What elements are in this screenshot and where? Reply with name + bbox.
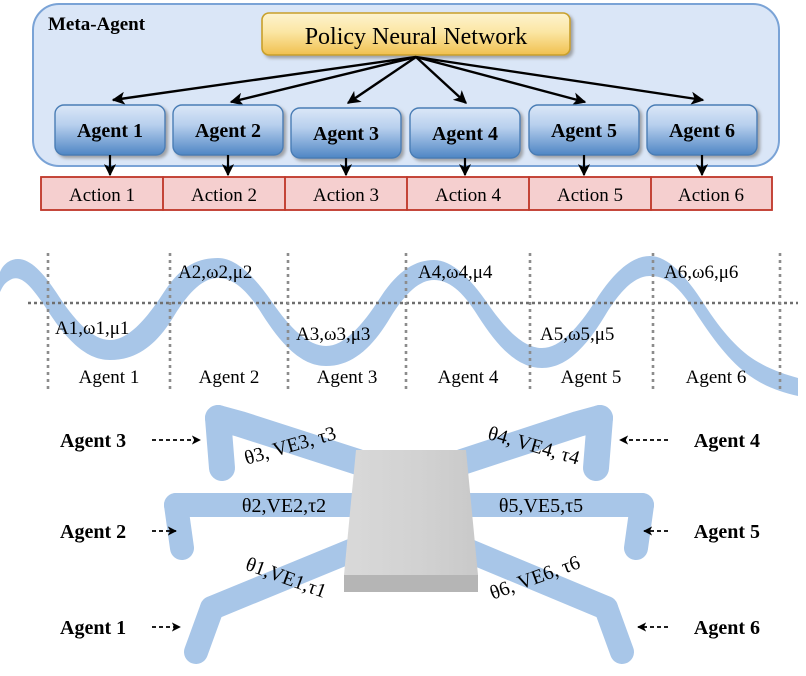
action-cell-5-label: Action 5 [557, 185, 623, 206]
wave-agent-label-3: Agent 3 [317, 367, 378, 388]
robot-leg-1-lower [184, 596, 224, 664]
robot-callout-label-agent-1: Agent 1 [60, 617, 126, 639]
robot-agent-callouts: Agent 3 Agent 2 Agent 1 Agent 4 Agent 5 … [60, 430, 760, 639]
agent-box-5[interactable]: Agent 5 [528, 104, 640, 156]
policy-box-rect [261, 12, 571, 56]
robot-leg-1-upper [200, 536, 370, 620]
robot-section: θ3, VE3, τ3 θ2,VE2,τ2 θ1,VE1,τ1 θ4, VE4,… [60, 405, 760, 664]
robot-callout-label-agent-2: Agent 2 [60, 521, 126, 543]
policy-to-agent-arrows [111, 55, 705, 106]
robot-leg-5-label: θ5,VE5,τ5 [499, 495, 583, 517]
robot-leg-2-lower [164, 493, 194, 560]
action-cell-6[interactable]: Action 6 [650, 176, 773, 211]
wave-section: A1,ω1,μ1 A2,ω2,μ2 A3,ω3,μ3 A4,ω4,μ4 A5,ω… [0, 253, 798, 396]
agent-box-4-label: Agent 4 [432, 123, 498, 145]
robot-callout-label-agent-5: Agent 5 [694, 521, 760, 543]
wave-param-label-5: A5,ω5,μ5 [540, 324, 614, 345]
arrow-policy-to-agent-3 [346, 56, 417, 104]
agent-box-1[interactable]: Agent 1 [54, 104, 166, 156]
arrow-policy-to-agent-6 [415, 55, 705, 105]
robot-legs [164, 405, 654, 664]
agent-box-3[interactable]: Agent 3 [290, 107, 402, 159]
agent-box-3-label: Agent 3 [313, 123, 379, 145]
wave-param-label-4: A4,ω4,μ4 [418, 262, 493, 283]
wave-param-label-1: A1,ω1,μ1 [55, 318, 129, 339]
robot-body-base [344, 575, 478, 592]
robot-leg-5-lower [624, 493, 654, 560]
action-cell-4-label: Action 4 [435, 185, 501, 206]
wave-agent-label-4: Agent 4 [438, 367, 499, 388]
policy-box-label: Policy Neural Network [305, 24, 528, 50]
robot-body-top [344, 450, 478, 575]
action-cell-3-label: Action 3 [313, 185, 379, 206]
wave-param-label-2: A2,ω2,μ2 [178, 262, 252, 283]
agent-box-2[interactable]: Agent 2 [172, 104, 284, 156]
agent-box-6[interactable]: Agent 6 [646, 104, 758, 156]
robot-callout-label-agent-6: Agent 6 [694, 617, 760, 639]
arrow-policy-to-agent-5 [415, 55, 587, 106]
policy-neural-network-box[interactable]: Policy Neural Network [261, 12, 571, 56]
action-cell-1-label: Action 1 [69, 185, 135, 206]
meta-agent-title: Meta-Agent [48, 14, 146, 35]
agent-box-1-label: Agent 1 [77, 120, 143, 142]
agent-box-2-label: Agent 2 [195, 120, 261, 142]
robot-leg-6-lower [594, 596, 634, 664]
robot-leg-3-lower [205, 405, 235, 481]
wave-param-label-6: A6,ω6,μ6 [664, 262, 738, 283]
action-cell-6-rect [650, 176, 773, 211]
agent-box-6-label: Agent 6 [669, 120, 735, 142]
robot-leg-2-label: θ2,VE2,τ2 [242, 495, 326, 517]
sine-wave-band [0, 256, 798, 396]
action-row: Action 1 Action 2 Action 3 Action 4 Acti… [40, 176, 773, 211]
wave-param-label-3: A3,ω3,μ3 [296, 324, 370, 345]
agent-to-action-arrows [103, 155, 709, 177]
arrow-policy-to-agent-2 [229, 55, 417, 106]
robot-callout-label-agent-3: Agent 3 [60, 430, 126, 452]
wave-column-dividers [46, 253, 782, 390]
robot-leg-6-upper [450, 536, 618, 620]
wave-agent-label-5: Agent 5 [561, 367, 622, 388]
arrow-policy-to-agent-4 [415, 56, 467, 104]
wave-agent-label-1: Agent 1 [79, 367, 140, 388]
arrow-policy-to-agent-1 [111, 55, 417, 105]
action-cell-2-label: Action 2 [191, 185, 257, 206]
agent-box-4[interactable]: Agent 4 [409, 107, 521, 159]
agent-box-5-label: Agent 5 [551, 120, 617, 142]
wave-agent-label-6: Agent 6 [686, 367, 747, 388]
action-cell-6-label: Action 6 [678, 185, 744, 206]
robot-callout-label-agent-4: Agent 4 [694, 430, 760, 452]
wave-agent-label-2: Agent 2 [199, 367, 260, 388]
robot-leg-4-lower [583, 405, 613, 481]
